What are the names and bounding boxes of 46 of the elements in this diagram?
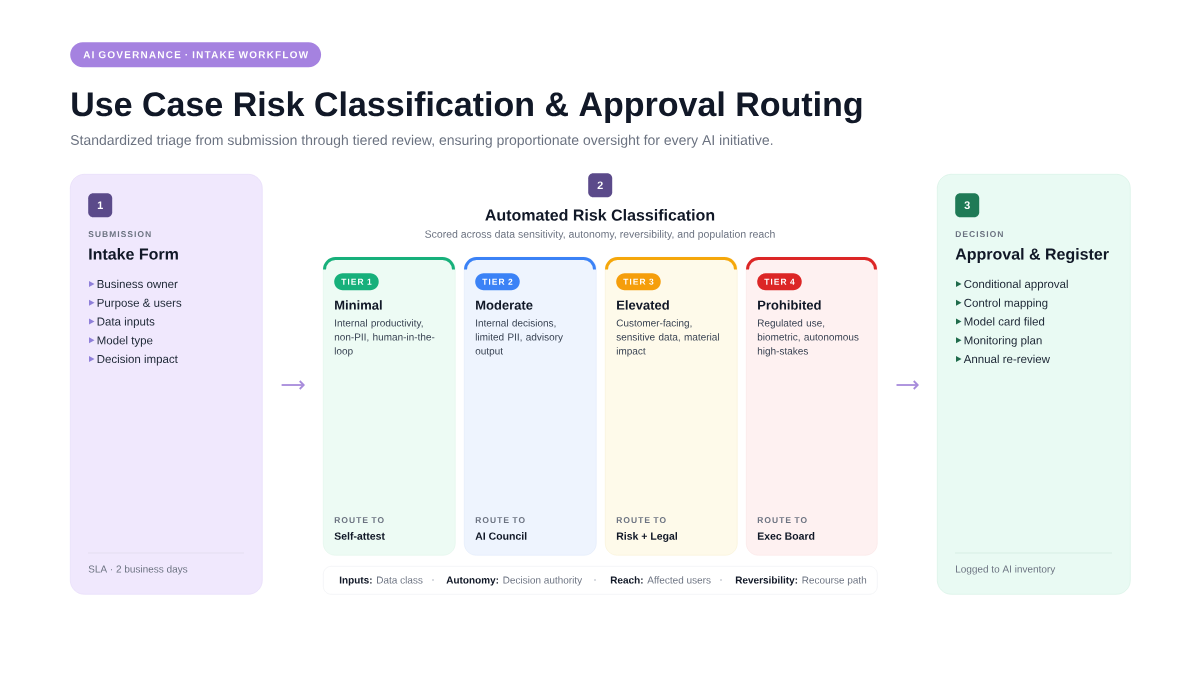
tier-title: Prohibited <box>758 300 821 310</box>
route-target: Exec Board <box>757 532 815 540</box>
flow-arrow <box>895 380 919 390</box>
step-badge: 2 <box>588 173 613 198</box>
tier-title: Minimal <box>335 300 382 310</box>
bullet-item: Model card filed <box>964 317 1045 326</box>
route-target: AI Council <box>475 532 527 540</box>
bullet-item: Conditional approval <box>964 279 1068 291</box>
step-badge: 3 <box>955 193 980 218</box>
route-target: Risk + Legal <box>616 532 678 542</box>
route-label: ROUTE TO <box>616 517 666 524</box>
criteria-item: Reversibility: Recourse path <box>735 576 867 586</box>
bullet-item: Purpose & users <box>97 298 182 310</box>
bullet-item: Control mapping <box>964 298 1048 310</box>
bullet-item: Decision impact <box>97 354 178 366</box>
step-badge: 1 <box>88 193 113 218</box>
bullet-item: Business owner <box>97 279 178 289</box>
route-label: ROUTE TO <box>475 517 525 524</box>
section-subheading: Scored across data sensitivity, autonomy, reversibility, and population reach <box>425 230 775 240</box>
bullet-item: Data inputs <box>97 317 155 328</box>
tier-title: Moderate <box>476 300 533 310</box>
card-title: Intake Form <box>89 248 178 260</box>
tier-description: Internal productivity, non-PII, human-in-the-loop <box>334 319 435 357</box>
step-label: DECISION <box>955 231 1003 238</box>
criteria-item: Inputs: Data class <box>339 576 423 586</box>
subtitle: Standardized triage from submission through tiered review, ensuring proportionate oversight for every AI initiative. <box>70 134 773 148</box>
section-heading: Automated Risk Classification <box>485 209 715 221</box>
bullet-item: Monitoring plan <box>964 336 1042 347</box>
bullet-item: Annual re-review <box>963 354 1050 364</box>
category-pill: AI GOVERNANCE · INTAKE WORKFLOW <box>70 42 322 68</box>
criteria-item: Autonomy: Decision authority <box>446 576 583 586</box>
route-label: ROUTE TO <box>334 517 384 524</box>
footer-note: SLA · 2 business days <box>88 565 188 575</box>
tier-description: Regulated use, biometric, autonomous high-stakes <box>757 319 859 357</box>
tier-title: Elevated <box>617 300 669 310</box>
route-label: ROUTE TO <box>757 517 807 524</box>
diagram-title: Use Case Risk Classification & Approval Routing <box>72 91 862 124</box>
criteria-item: Reach: Affected users <box>610 576 711 584</box>
route-target: Self-attest <box>334 532 385 540</box>
tier-description: Internal decisions, limited PII, advisory output <box>475 319 563 357</box>
card-title: Approval & Register <box>955 248 1109 263</box>
step-label: SUBMISSION <box>88 231 151 238</box>
bullet-item: Model type <box>97 336 153 347</box>
footer-note: Logged to AI inventory <box>956 565 1056 575</box>
flow-arrow <box>280 380 305 390</box>
tier-description: Customer-facing, sensitive data, material impact <box>616 319 719 357</box>
